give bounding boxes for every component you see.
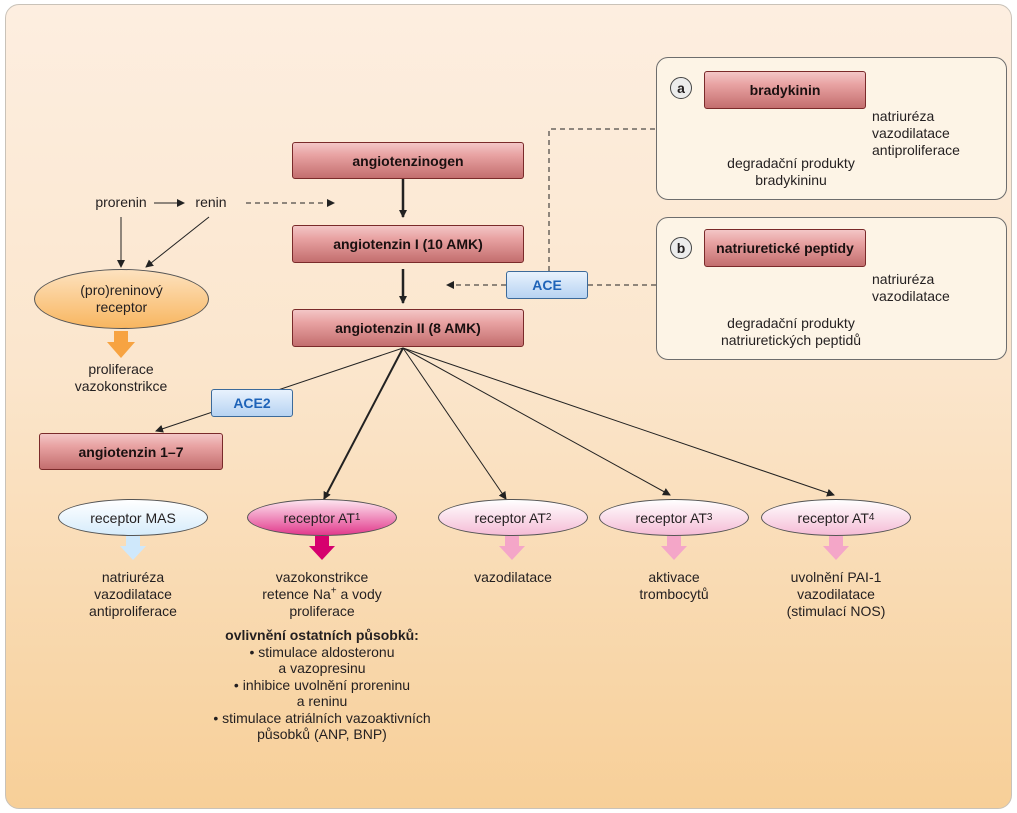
panel-b-badge: b (670, 237, 692, 259)
arrow-renin-receptor (145, 216, 210, 268)
arrow-ang2-at4 (402, 347, 835, 497)
ace2-enzyme: ACE2 (211, 389, 293, 417)
arrow-at2-effect (499, 536, 525, 560)
other-effects-title: ovlivnění ostatních působků: (225, 627, 419, 643)
other-effects: ovlivnění ostatních působků: • stimulace… (192, 627, 452, 743)
angiotensin-1-box: angiotenzin I (10 AMK) (292, 225, 524, 263)
angiotensinogen-box: angiotenzinogen (292, 142, 524, 179)
at1-effects: vazokonstrikce retence Na+ a vody prolif… (262, 569, 382, 619)
arrow-at4-effect (823, 536, 849, 560)
renin-label: renin (195, 194, 227, 210)
arrow-ang2-at1 (323, 347, 404, 500)
receptor-mas: receptor MAS (58, 499, 208, 536)
arrow-mas-effect (120, 536, 146, 560)
at2-effects: vazodilatace (474, 569, 552, 585)
arrow-at3-effect (661, 536, 687, 560)
arrow-ang2-at3 (402, 347, 671, 496)
ace-enzyme: ACE (506, 271, 588, 299)
arrow-at1-effect (309, 536, 335, 560)
panel-a-badge: a (670, 77, 692, 99)
arrow-ace-up (548, 125, 777, 271)
bradykinin-box: bradykinin (704, 71, 866, 109)
angiotensin-2-box: angiotenzin II (8 AMK) (292, 309, 524, 347)
prorenin-label: prorenin (95, 194, 147, 210)
arrow-prorenin-effect (107, 331, 135, 358)
angiotensin-1-7-box: angiotenzin 1–7 (39, 433, 223, 470)
arrow-ang2-at2 (402, 347, 507, 500)
natriuretic-peptides-box: natriuretické peptidy (704, 229, 866, 267)
